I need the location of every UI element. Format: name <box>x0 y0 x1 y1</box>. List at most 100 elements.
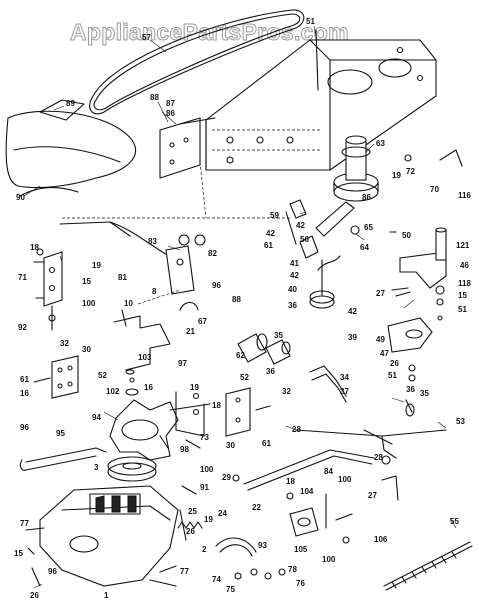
callout-22: 22 <box>252 503 261 512</box>
callout-74: 74 <box>212 575 221 584</box>
callout-63: 63 <box>376 139 385 148</box>
rod-95 <box>19 447 107 471</box>
plate-52 <box>33 355 79 399</box>
callout-94: 94 <box>92 413 101 422</box>
callout-49: 49 <box>376 335 385 344</box>
idler-bracket <box>289 199 360 271</box>
callout-65: 65 <box>364 223 373 232</box>
bracket-105 <box>286 492 319 537</box>
callout-42: 42 <box>348 307 357 316</box>
callout-labels: 51 57 88 87 86 89 90 63 72 19 70 116 59 … <box>14 17 471 600</box>
callout-98: 98 <box>180 445 189 454</box>
callout-42: 42 <box>266 229 275 238</box>
fan-assembly <box>107 399 179 482</box>
washer-set <box>125 369 139 396</box>
callout-77: 77 <box>20 519 29 528</box>
seat-pan <box>5 99 137 197</box>
callout-61: 61 <box>262 439 271 448</box>
callout-86: 86 <box>166 109 175 118</box>
callout-91: 91 <box>200 483 209 492</box>
left-bracket <box>36 248 63 331</box>
pulley-36 <box>309 259 335 309</box>
rod-26 <box>295 399 447 465</box>
callout-40: 40 <box>288 285 297 294</box>
callout-70: 70 <box>430 185 439 194</box>
callout-10: 10 <box>124 299 133 308</box>
callout-83: 83 <box>148 237 157 246</box>
callout-21: 21 <box>186 327 195 336</box>
callout-32: 32 <box>60 339 69 348</box>
callout-36: 36 <box>266 367 275 376</box>
dashed-routing <box>62 161 290 305</box>
callout-78: 78 <box>288 565 297 574</box>
callout-86: 86 <box>362 193 371 202</box>
callout-3: 3 <box>94 463 99 472</box>
callout-51: 51 <box>306 17 315 26</box>
callout-61: 61 <box>20 375 29 384</box>
callout-42: 42 <box>290 271 299 280</box>
callout-27: 27 <box>368 491 377 500</box>
bracket-30 <box>225 387 271 437</box>
callout-8: 8 <box>152 287 157 296</box>
callout-102: 102 <box>106 387 120 396</box>
callout-72: 72 <box>406 167 415 176</box>
frame-assembly <box>205 39 437 171</box>
rod-34 <box>309 365 347 403</box>
spring-55 <box>383 541 473 591</box>
callout-19: 19 <box>92 261 101 270</box>
callout-95: 95 <box>56 429 65 438</box>
callout-37: 37 <box>340 387 349 396</box>
callout-96: 96 <box>20 423 29 432</box>
hardware-set <box>159 565 286 580</box>
callout-2: 2 <box>202 545 207 554</box>
callout-61: 61 <box>264 241 273 250</box>
callout-25: 25 <box>188 507 197 516</box>
callout-26: 26 <box>390 359 399 368</box>
callout-19: 19 <box>392 171 401 180</box>
callout-32: 32 <box>282 387 291 396</box>
callout-100: 100 <box>82 299 96 308</box>
callout-30: 30 <box>82 345 91 354</box>
callout-42: 42 <box>296 221 305 230</box>
callout-59: 59 <box>270 211 279 220</box>
callout-35: 35 <box>420 389 429 398</box>
callout-19: 19 <box>204 515 213 524</box>
callout-34: 34 <box>340 373 349 382</box>
callout-64: 64 <box>360 243 369 252</box>
callout-19: 19 <box>190 383 199 392</box>
spacer-100 <box>325 493 353 544</box>
leader-lines <box>23 25 457 589</box>
callout-121: 121 <box>456 241 470 250</box>
callout-84: 84 <box>324 467 333 476</box>
callout-71: 71 <box>18 273 27 282</box>
callout-28: 28 <box>292 425 301 434</box>
callout-96: 96 <box>212 281 221 290</box>
hose-93 <box>215 537 257 557</box>
callout-50: 50 <box>402 231 411 240</box>
callout-76: 76 <box>296 579 305 588</box>
callout-16: 16 <box>144 383 153 392</box>
callout-28: 28 <box>374 453 383 462</box>
shift-link <box>113 301 199 371</box>
brake-bracket <box>395 227 447 321</box>
callout-24: 24 <box>218 509 227 518</box>
callout-51: 51 <box>458 305 467 314</box>
spring-25 <box>177 509 203 541</box>
callout-1: 1 <box>104 591 109 600</box>
callout-29: 29 <box>222 473 231 482</box>
shift-rod <box>59 221 206 295</box>
callout-36: 36 <box>406 385 415 394</box>
callout-100: 100 <box>200 465 214 474</box>
callout-81: 81 <box>118 273 127 282</box>
callout-87: 87 <box>166 99 175 108</box>
callout-35: 35 <box>274 331 283 340</box>
callout-18: 18 <box>30 243 39 252</box>
callout-96: 96 <box>48 567 57 576</box>
callout-100: 100 <box>322 555 336 564</box>
callout-18: 18 <box>286 477 295 486</box>
callout-105: 105 <box>294 545 308 554</box>
callout-15: 15 <box>14 549 23 558</box>
callout-90: 90 <box>16 193 25 202</box>
callout-30: 30 <box>226 441 235 450</box>
